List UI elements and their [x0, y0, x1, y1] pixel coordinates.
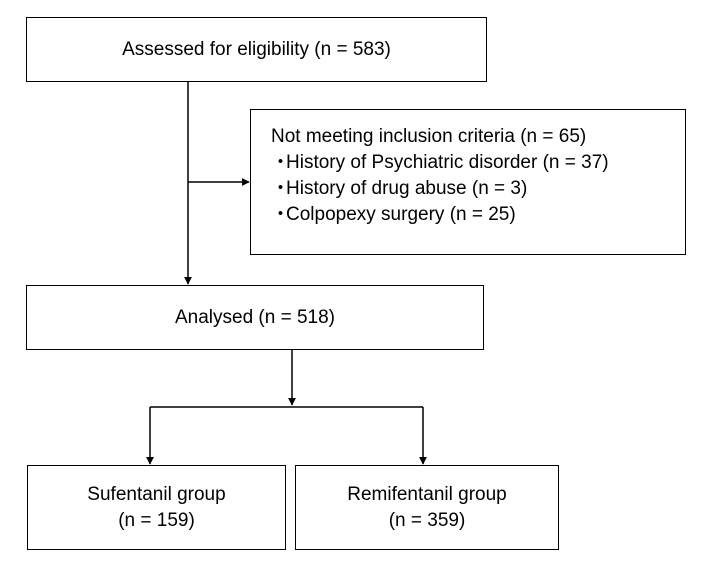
- bullet-mark: ・: [271, 152, 291, 173]
- exclusion-item-label: History of Psychiatric disorder (n = 37): [286, 152, 609, 173]
- assessed-label: Assessed for eligibility (n = 583): [122, 38, 391, 60]
- bullet-mark: ・: [271, 178, 291, 199]
- analysed-box: Analysed (n = 518): [26, 285, 484, 350]
- exclusion-item-label: History of drug abuse (n = 3): [286, 178, 528, 199]
- group-count: (n = 159): [118, 509, 195, 531]
- exclusion-item-psychiatric: ・History of Psychiatric disorder (n = 37…: [271, 150, 685, 176]
- sufentanil-group-box: Sufentanil group (n = 159): [27, 465, 286, 550]
- exclusion-box: Not meeting inclusion criteria (n = 65) …: [250, 109, 686, 255]
- assessed-box: Assessed for eligibility (n = 583): [26, 17, 487, 82]
- exclusion-item-drug-abuse: ・History of drug abuse (n = 3): [271, 176, 685, 202]
- remifentanil-group-box: Remifentanil group (n = 359): [295, 465, 559, 550]
- exclusion-title: Not meeting inclusion criteria (n = 65): [271, 126, 587, 147]
- group-name: Sufentanil group: [87, 483, 226, 505]
- exclusion-item-colpopexy: ・Colpopexy surgery (n = 25): [271, 202, 685, 228]
- exclusion-item-label: Colpopexy surgery (n = 25): [286, 204, 516, 225]
- analysed-label: Analysed (n = 518): [174, 306, 335, 328]
- group-count: (n = 359): [388, 509, 466, 531]
- bullet-mark: ・: [271, 204, 291, 225]
- group-name: Remifentanil group: [347, 483, 507, 505]
